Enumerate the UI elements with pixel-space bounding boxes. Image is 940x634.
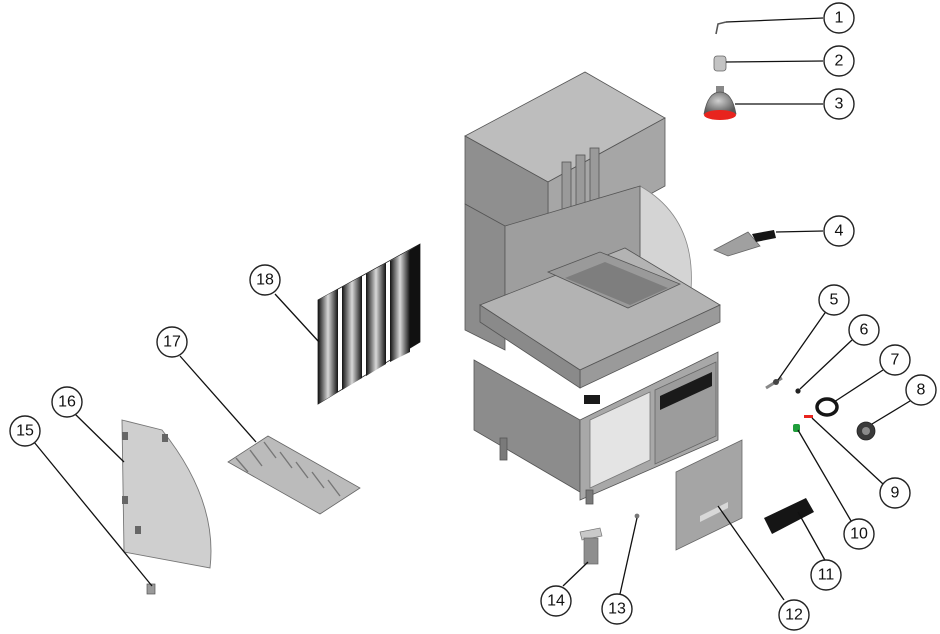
svg-text:17: 17	[163, 334, 181, 351]
part-1-hook	[715, 21, 727, 35]
part-6-bolt	[795, 388, 801, 394]
part-16-side-glass	[121, 419, 212, 569]
part-9-red-indicator	[804, 415, 813, 418]
svg-text:15: 15	[16, 423, 34, 440]
callout-11: 11	[810, 559, 842, 591]
part-2-socket	[713, 55, 727, 72]
part-5-screw	[765, 376, 783, 390]
svg-text:13: 13	[608, 601, 626, 618]
perforated-tray	[565, 262, 668, 305]
part-7-cable	[815, 397, 839, 417]
svg-text:12: 12	[785, 607, 803, 624]
drawer-handle	[660, 372, 712, 410]
callout-1: 1	[823, 2, 855, 34]
callout-13: 13	[601, 593, 633, 625]
callout-17: 17	[156, 326, 188, 358]
callout-8: 8	[905, 374, 937, 406]
svg-text:4: 4	[835, 223, 844, 240]
svg-text:9: 9	[891, 485, 900, 502]
svg-text:8: 8	[917, 382, 926, 399]
svg-text:18: 18	[256, 272, 274, 289]
svg-text:14: 14	[547, 593, 565, 610]
part-13-screw	[634, 513, 640, 519]
svg-text:2: 2	[835, 53, 844, 70]
svg-text:1: 1	[835, 10, 844, 27]
callout-7: 7	[879, 344, 911, 376]
part-3-heat-lamp	[703, 86, 737, 120]
callout-14: 14	[540, 585, 572, 617]
leg-front	[585, 489, 594, 505]
part-8-knob	[856, 421, 876, 441]
svg-text:11: 11	[818, 567, 835, 584]
callout-10: 10	[843, 518, 875, 550]
part-17-rack	[227, 435, 361, 515]
leg-rear	[499, 437, 508, 461]
part-12-door	[675, 439, 743, 551]
callout-3: 3	[823, 88, 855, 120]
callout-6: 6	[848, 314, 880, 346]
svg-text:7: 7	[891, 352, 900, 369]
callout-12: 12	[778, 599, 810, 631]
svg-text:5: 5	[830, 292, 839, 309]
callout-9: 9	[879, 477, 911, 509]
control-badge	[584, 395, 600, 404]
callout-2: 2	[823, 45, 855, 77]
part-11-handle	[764, 498, 814, 534]
callout-4: 4	[823, 215, 855, 247]
cabinet-left-side	[473, 359, 581, 493]
main-unit	[464, 71, 721, 505]
svg-text:3: 3	[835, 96, 844, 113]
cabinet-open-bay	[589, 391, 651, 489]
leader-lines	[33, 17, 911, 601]
svg-text:16: 16	[58, 394, 76, 411]
callout-15: 15	[9, 415, 41, 447]
part-14-foot	[579, 527, 603, 565]
worktop-left-edge	[479, 304, 581, 389]
svg-text:10: 10	[850, 526, 868, 543]
callout-16: 16	[51, 386, 83, 418]
part-18-striped-panel	[317, 243, 421, 405]
callout-18: 18	[249, 264, 281, 296]
svg-text:6: 6	[860, 322, 869, 339]
callout-5: 5	[818, 284, 850, 316]
part-4-scoop	[713, 230, 776, 257]
